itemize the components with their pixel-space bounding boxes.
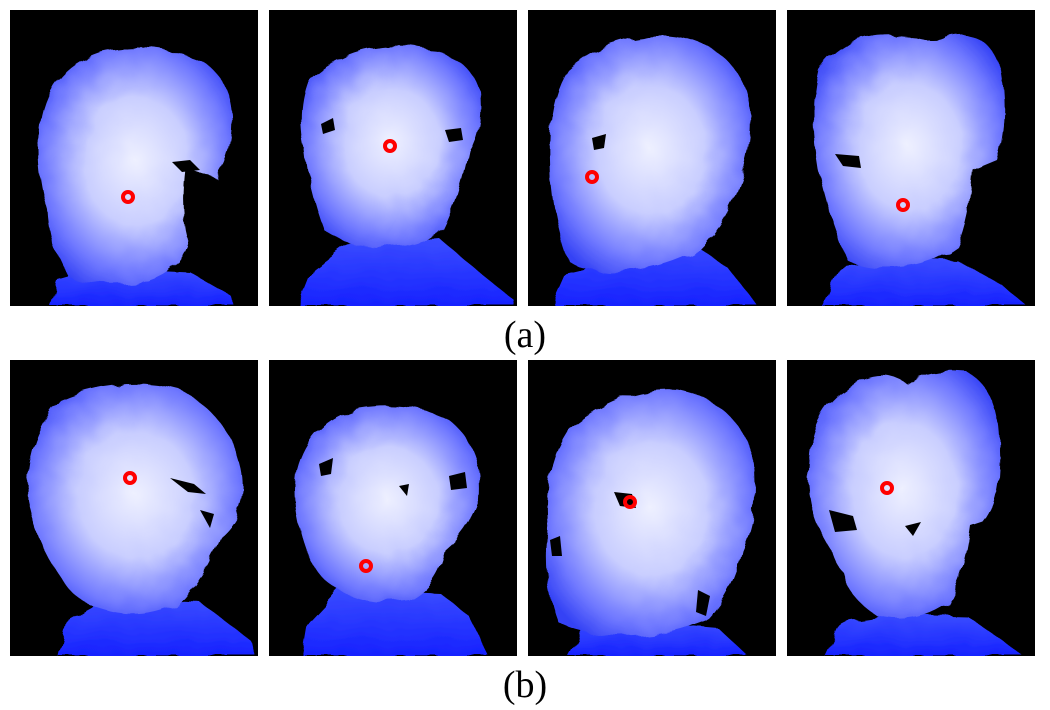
depth-hole	[835, 154, 861, 168]
red-ring-marker	[359, 559, 373, 573]
depth-hole	[170, 478, 206, 494]
depth-face-panel-b4	[787, 360, 1035, 656]
head-depth-region	[295, 405, 480, 602]
head-depth-region	[301, 45, 480, 247]
depth-hole	[449, 472, 467, 490]
head-depth-region	[814, 34, 1005, 268]
depth-face-panel-a2	[269, 10, 517, 306]
red-ring-marker	[896, 198, 910, 212]
depth-face-panel-a1	[10, 10, 258, 306]
neck-shoulder-region	[58, 598, 256, 656]
depth-face-panel-a4	[787, 10, 1035, 306]
head-depth-region	[39, 47, 233, 284]
red-ring-marker	[121, 190, 135, 204]
depth-hole	[550, 536, 562, 556]
head-depth-region	[27, 383, 244, 615]
depth-hole	[905, 522, 921, 536]
depth-hole	[200, 510, 214, 528]
red-ring-marker	[880, 481, 894, 495]
red-ring-marker	[383, 139, 397, 153]
depth-face-panel-b2	[269, 360, 517, 656]
neck-shoulder-region	[303, 588, 489, 656]
depth-face-panel-b3	[528, 360, 776, 656]
neck-shoulder-region	[299, 238, 515, 306]
depth-hole	[319, 458, 333, 476]
neck-shoulder-region	[822, 258, 1027, 306]
depth-face-panel-a3	[528, 10, 776, 306]
depth-hole	[172, 160, 200, 172]
red-ring-marker	[123, 471, 137, 485]
depth-hole	[592, 134, 606, 150]
depth-hole	[696, 590, 710, 616]
head-depth-region	[546, 389, 756, 636]
red-ring-marker	[585, 170, 599, 184]
depth-hole	[321, 118, 335, 134]
depth-hole	[829, 510, 857, 532]
row-b-caption: (b)	[502, 664, 548, 706]
depth-hole	[399, 484, 409, 496]
row-a-caption: (a)	[503, 314, 547, 356]
depth-hole	[445, 128, 463, 142]
neck-shoulder-region	[825, 614, 1023, 656]
neck-shoulder-region	[553, 240, 758, 306]
depth-face-panel-b1	[10, 360, 258, 656]
head-depth-region	[549, 35, 751, 272]
head-depth-region	[808, 371, 1000, 620]
red-ring-marker	[623, 495, 637, 509]
